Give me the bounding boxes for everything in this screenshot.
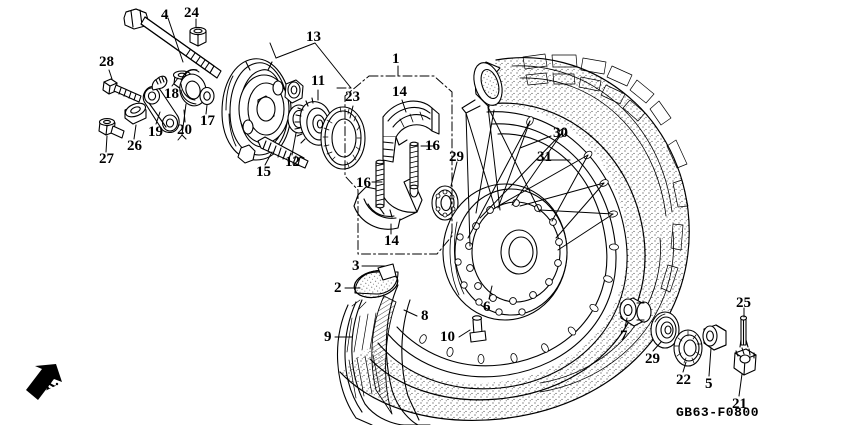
callout-15: 15 (256, 164, 271, 180)
part-flange-bolt (102, 78, 142, 103)
callout-6: 6 (483, 299, 491, 315)
part-bearing-right (650, 311, 680, 349)
callout-28: 28 (99, 54, 114, 70)
part-tire-assembly (339, 53, 690, 421)
part-return-spring (177, 69, 207, 141)
callout-11: 11 (311, 73, 326, 89)
part-shoe-spring-upper (409, 141, 419, 190)
callout-14-upper: 14 (392, 84, 407, 100)
callout-27: 27 (99, 151, 114, 167)
part-dust-seal (320, 106, 366, 170)
callout-22: 22 (676, 372, 691, 388)
part-adjusting-bolt (257, 136, 309, 169)
part-pivot-bolt (98, 118, 125, 139)
leader-lines (105, 17, 745, 397)
group-box-brake-shoe-set (344, 75, 453, 255)
callout-8: 8 (421, 308, 429, 324)
callout-12: 12 (285, 154, 300, 170)
callout-7: 7 (620, 328, 628, 344)
part-shoe-spring-lower (375, 159, 385, 209)
part-wheel-hub (442, 183, 568, 321)
callout-10: 10 (440, 329, 455, 345)
callout-3: 3 (352, 258, 360, 274)
callout-25: 25 (736, 295, 751, 311)
callout-18: 18 (164, 86, 179, 102)
callout-31: 31 (537, 149, 552, 165)
drawing-code: GB63-F0800 (676, 405, 760, 420)
part-bushing (124, 102, 147, 125)
part-axle-shaft (123, 8, 222, 79)
callout-24: 24 (184, 5, 199, 21)
part-valve-stem (469, 315, 487, 343)
part-brake-shoe-lower (353, 177, 423, 230)
callout-9: 9 (324, 329, 332, 345)
front-direction-arrow (26, 364, 62, 400)
callout-29-left: 29 (449, 149, 464, 165)
part-distance-collar (702, 324, 727, 351)
callout-30: 30 (553, 125, 568, 141)
callout-20: 20 (177, 122, 192, 138)
part-brake-shoe-upper (382, 100, 440, 163)
part-brake-arm (142, 75, 180, 133)
callout-21: 21 (732, 396, 747, 412)
part-spokes (465, 106, 614, 251)
callout-1: 1 (392, 51, 400, 67)
part-cotter-pin (739, 315, 749, 348)
callout-5: 5 (705, 376, 713, 392)
callout-29-right: 29 (645, 351, 660, 367)
callout-16-lower: 16 (356, 175, 371, 191)
part-bearing-dust-seal (673, 329, 703, 367)
part-tire-cutaway (336, 263, 431, 425)
callout-4: 4 (161, 7, 169, 23)
part-seal-cap (199, 86, 215, 106)
part-axle-nut-castle (733, 347, 757, 376)
callout-14-lower: 14 (384, 233, 399, 249)
callout-2: 2 (334, 280, 342, 296)
callout-13: 13 (306, 29, 321, 45)
callout-16-upper: 16 (425, 138, 440, 154)
callout-23: 23 (345, 89, 360, 105)
callout-19: 19 (148, 124, 163, 140)
callout-17: 17 (200, 113, 215, 129)
callout-26: 26 (127, 138, 142, 154)
part-brake-panel (221, 58, 304, 164)
part-axle-nut (189, 26, 207, 47)
